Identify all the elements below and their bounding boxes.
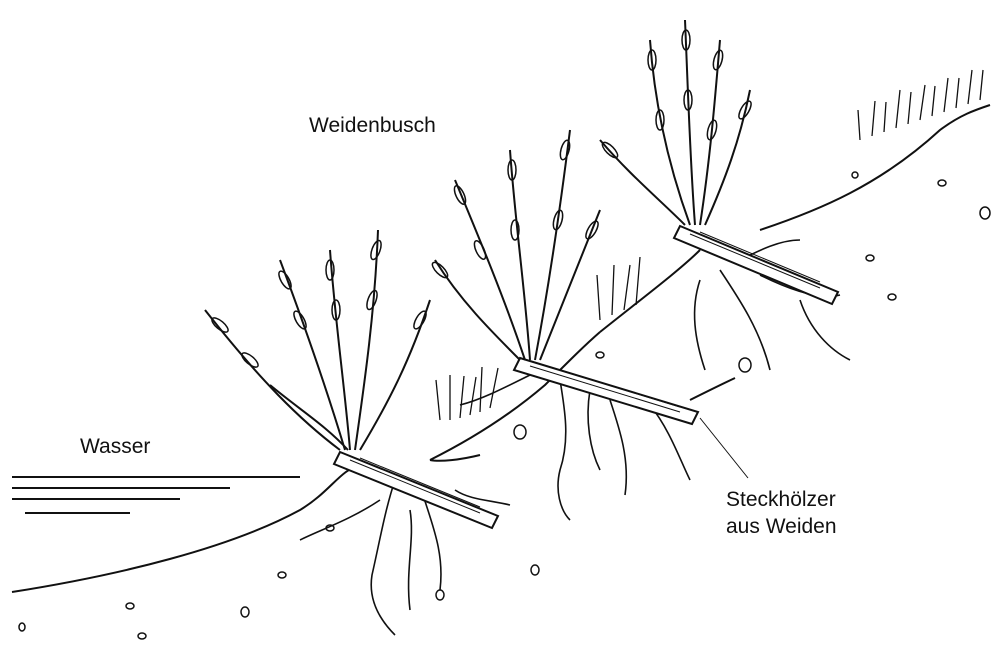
label-willow-cuttings-line1: Steckhölzer: [726, 486, 837, 513]
willow-bush-2: [435, 130, 600, 360]
roots: [300, 240, 850, 635]
cutting-hatching: [350, 232, 820, 513]
cuttings-leader-line: [700, 418, 748, 478]
willow-bush-3: [600, 20, 750, 225]
water-surface: [12, 477, 300, 513]
label-willow-bush: Weidenbusch: [309, 112, 436, 139]
label-willow-cuttings: Steckhölzer aus Weiden: [726, 486, 837, 540]
willow-bush-1: [205, 230, 430, 450]
pebbles: [19, 172, 990, 639]
willow-leaves: [210, 30, 754, 369]
slope-outline: [12, 105, 990, 592]
label-willow-cuttings-line2: aus Weiden: [726, 513, 837, 540]
label-water: Wasser: [80, 433, 150, 460]
willow-cuttings: [334, 226, 838, 528]
